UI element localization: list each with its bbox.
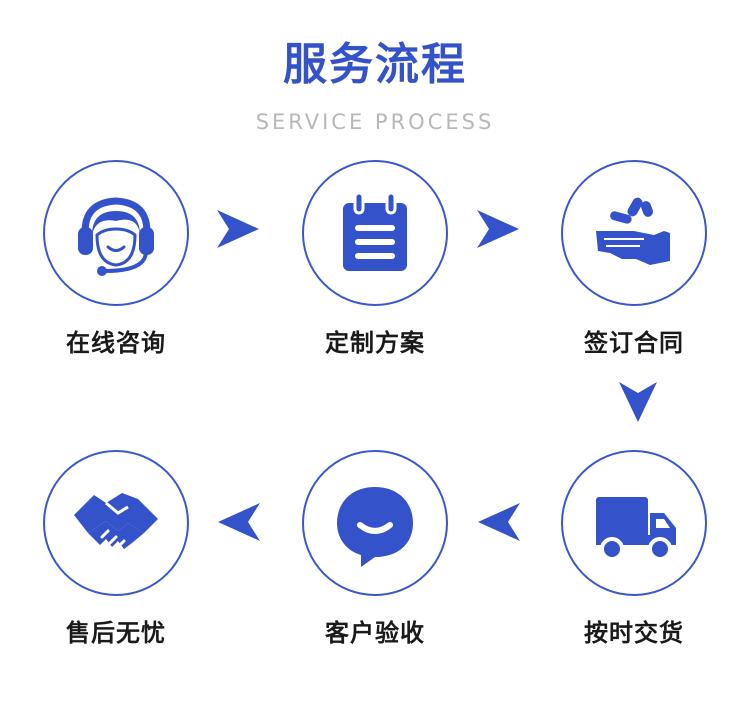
step-label: 按时交货 xyxy=(584,619,684,647)
step-on-time-delivery: 按时交货 xyxy=(561,450,707,647)
step-label: 定制方案 xyxy=(325,329,425,357)
step-circle xyxy=(302,160,448,306)
step-circle xyxy=(43,450,189,596)
headset-agent-icon xyxy=(78,197,154,276)
hand-pills-icon xyxy=(596,197,670,265)
step-custom-plan: 定制方案 xyxy=(302,160,448,357)
step-label: 客户验收 xyxy=(325,619,425,647)
step-sign-contract: 签订合同 xyxy=(561,160,707,357)
arrow-right-icon xyxy=(477,210,519,248)
step-label: 售后无忧 xyxy=(66,619,166,647)
step-circle xyxy=(302,450,448,596)
step-after-sales: 售后无忧 xyxy=(43,450,189,647)
step-circle xyxy=(561,160,707,306)
delivery-truck-icon xyxy=(596,497,676,561)
step-circle xyxy=(561,450,707,596)
smile-chat-icon xyxy=(337,487,413,567)
arrow-left-icon xyxy=(478,503,520,541)
arrow-left-icon xyxy=(218,503,260,541)
handshake-icon xyxy=(74,493,158,549)
arrow-right-icon xyxy=(217,210,259,248)
arrow-down-icon xyxy=(619,382,657,422)
step-customer-acceptance: 客户验收 xyxy=(302,450,448,647)
step-label: 签订合同 xyxy=(584,329,684,357)
step-circle xyxy=(43,160,189,306)
notepad-icon xyxy=(343,191,407,271)
page-title: 服务流程 xyxy=(283,39,467,90)
step-online-consult: 在线咨询 xyxy=(43,160,189,357)
step-label: 在线咨询 xyxy=(66,329,166,357)
page-subtitle: SERVICE PROCESS xyxy=(255,110,495,134)
